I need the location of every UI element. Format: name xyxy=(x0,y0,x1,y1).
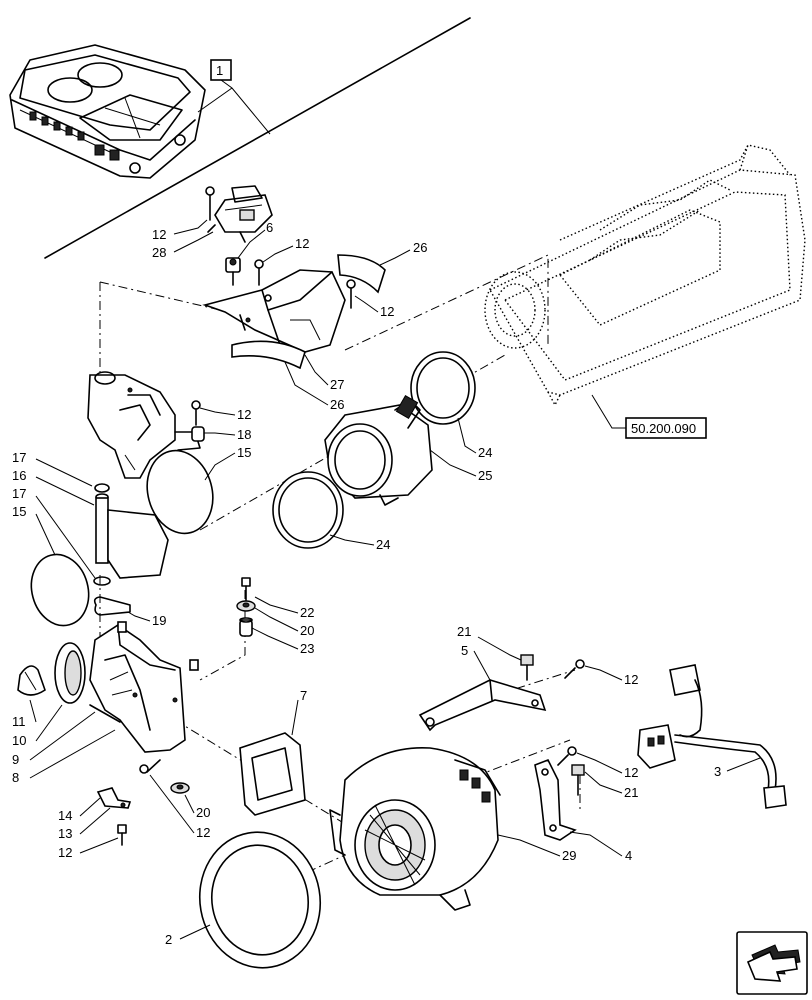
lower-housing-8 xyxy=(89,621,199,753)
callout-21a: 21 xyxy=(457,624,471,639)
ring-24-lower xyxy=(272,471,344,549)
callout-2: 2 xyxy=(165,932,172,947)
callout-10: 10 xyxy=(12,733,26,748)
washer-20-bottom xyxy=(170,782,190,794)
callout-15a: 15 xyxy=(237,445,251,460)
harness-3 xyxy=(637,664,787,809)
nav-arrow-icon[interactable] xyxy=(736,931,808,995)
callout-3: 3 xyxy=(714,764,721,779)
washer-20-top xyxy=(236,600,256,612)
callout-12f: 12 xyxy=(58,845,72,860)
wire-9 xyxy=(89,704,121,723)
blower-29 xyxy=(329,746,501,911)
callout-13: 13 xyxy=(58,826,72,841)
ring-24-upper xyxy=(410,351,476,425)
callout-4: 4 xyxy=(625,848,632,863)
callout-15b: 15 xyxy=(12,504,26,519)
callout-14: 14 xyxy=(58,808,72,823)
callout-11: 11 xyxy=(12,714,26,729)
callout-22: 22 xyxy=(300,605,314,620)
callout-26a: 26 xyxy=(413,240,427,255)
inset-separator xyxy=(44,17,471,259)
callout-17a: 17 xyxy=(12,450,26,465)
callout-12g: 12 xyxy=(624,672,638,687)
callout-27: 27 xyxy=(330,377,344,392)
ref-label: 50.200.090 xyxy=(631,421,696,436)
bracket-4 xyxy=(534,758,577,841)
callout-12e: 12 xyxy=(196,825,210,840)
callout-25: 25 xyxy=(478,468,492,483)
duct-bracket-27 xyxy=(202,269,346,353)
callout-17b: 17 xyxy=(12,486,26,501)
callout-28: 28 xyxy=(152,245,166,260)
callout-29: 29 xyxy=(562,848,576,863)
callout-24a: 24 xyxy=(478,445,492,460)
screw-12-f xyxy=(117,824,127,846)
screw-12-g xyxy=(564,659,585,679)
seal-7 xyxy=(239,732,306,816)
callout-16: 16 xyxy=(12,468,26,483)
actuator-28 xyxy=(207,185,273,243)
callout-12a: 12 xyxy=(152,227,166,242)
o-ring-17-bottom xyxy=(93,576,111,586)
callout-12d: 12 xyxy=(237,407,251,422)
shaft-16 xyxy=(95,493,169,579)
flap-15-lower xyxy=(30,553,90,627)
screw-12-h xyxy=(557,746,577,766)
callout-8: 8 xyxy=(12,770,19,785)
seal-26-right xyxy=(337,254,386,294)
screw-12-b xyxy=(254,259,264,286)
sensor-6 xyxy=(225,257,241,286)
callout-12h: 12 xyxy=(624,765,638,780)
screw-21-top xyxy=(520,654,534,681)
callout-12b: 12 xyxy=(295,236,309,251)
bracket-14 xyxy=(96,787,132,809)
screw-12-c xyxy=(346,279,356,309)
screw-22 xyxy=(241,577,251,601)
screw-12-d xyxy=(191,400,201,426)
bracket-5 xyxy=(418,679,547,732)
callout-24b: 24 xyxy=(376,537,390,552)
flap-housing-upper xyxy=(87,371,201,479)
cab-roof-overview xyxy=(9,44,206,179)
callout-20a: 20 xyxy=(300,623,314,638)
callout-19: 19 xyxy=(152,613,166,628)
callout-21b: 21 xyxy=(624,785,638,800)
screw-12-e xyxy=(139,759,161,774)
screw-21-bottom xyxy=(571,764,585,796)
ring-2 xyxy=(198,831,322,969)
callout-6: 6 xyxy=(266,220,273,235)
hvac-housing-reference xyxy=(484,144,806,407)
spacer-23 xyxy=(239,617,253,637)
callout-23: 23 xyxy=(300,641,314,656)
callout-1: 1 xyxy=(216,63,223,78)
valve-body-25 xyxy=(324,395,433,506)
clip-19 xyxy=(93,596,131,616)
callout-26b: 26 xyxy=(330,397,344,412)
o-ring-17-top xyxy=(94,483,110,493)
seal-26-lower xyxy=(231,340,306,370)
callout-9: 9 xyxy=(12,752,19,767)
callout-20b: 20 xyxy=(196,805,210,820)
grommet-11 xyxy=(17,665,46,696)
bushing-18 xyxy=(191,426,205,442)
callout-12c: 12 xyxy=(380,304,394,319)
callout-7: 7 xyxy=(300,688,307,703)
foam-ring-10 xyxy=(54,642,86,704)
callout-18: 18 xyxy=(237,427,251,442)
callout-5: 5 xyxy=(461,643,468,658)
flap-15-upper xyxy=(146,449,214,535)
screw-12-top xyxy=(205,186,215,221)
